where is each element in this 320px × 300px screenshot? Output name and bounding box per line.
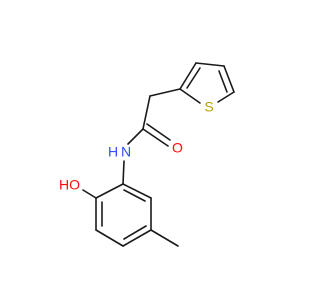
- bond-methyl: [150, 229, 179, 247]
- thiophene-double-bond-c2-c3-inner: [186, 67, 201, 89]
- benzene-bond-c1-c2: [95, 183, 124, 199]
- bond-thiophene-ch2: [149, 88, 181, 97]
- chemical-structure-diagram: O N H S HO: [59, 62, 235, 247]
- acetamide-linker: [122, 88, 181, 185]
- bond-carbonyl-oxygen: [142, 128, 169, 147]
- thiophene-bond-s-c2: [179, 88, 201, 104]
- bond-carbonyl-oxygen-double: [146, 123, 171, 141]
- thiophene-bond-c2-c3: [179, 62, 197, 90]
- atom-label-amide-nitrogen: N: [121, 144, 131, 160]
- benzene-double-bond-c6-c1-inner: [123, 189, 146, 202]
- bond-hydroxyl: [82, 189, 97, 199]
- thiophene-double-bond-c4-c5-inner: [218, 70, 228, 93]
- bond-carbonyl-nitrogen: [127, 128, 144, 145]
- benzene-bond-c4-c5: [122, 229, 152, 247]
- benzene-ring: [82, 183, 179, 247]
- atom-label-thiophene-sulfur: S: [204, 99, 213, 115]
- bond-ch2-carbonyl: [142, 95, 151, 130]
- benzene-double-bond-c4-c5-inner: [123, 225, 147, 240]
- thiophene-bond-c3-c4: [195, 62, 225, 67]
- thiophene-ring: [179, 62, 235, 104]
- bond-nitrogen-ring: [122, 160, 125, 185]
- benzene-bond-c6-c1: [122, 183, 152, 199]
- thiophene-bond-c5-s: [217, 91, 235, 103]
- atom-label-carbonyl-oxygen: O: [172, 140, 183, 156]
- benzene-bond-c3-c4: [95, 229, 124, 247]
- thiophene-bond-c4-c5: [223, 65, 235, 93]
- atom-label-amide-hydrogen: H: [108, 144, 118, 160]
- atom-label-hydroxyl: HO: [59, 177, 80, 193]
